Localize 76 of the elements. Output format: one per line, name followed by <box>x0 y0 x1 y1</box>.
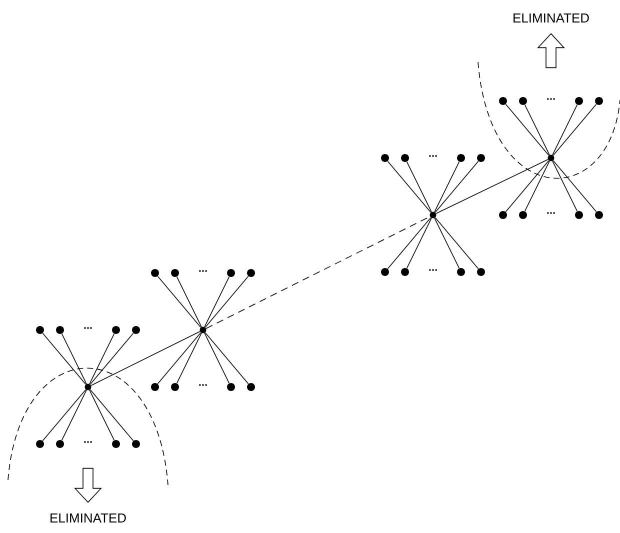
connecting-line <box>552 104 597 156</box>
connecting-line <box>552 160 597 212</box>
ellipsis: ... <box>199 270 207 272</box>
leaf-dot <box>595 211 603 219</box>
leaf-dot <box>381 154 389 162</box>
connecting-line <box>89 390 115 441</box>
connecting-line <box>204 332 230 384</box>
leaf-dot <box>36 326 44 334</box>
leaf-dot <box>401 268 409 276</box>
leaf-dot <box>227 269 235 277</box>
leaf-dot <box>171 269 179 277</box>
leaf-dot <box>132 440 140 448</box>
leaf-dot <box>171 383 179 391</box>
connecting-line <box>552 160 578 212</box>
connecting-line <box>61 333 87 384</box>
leaf-dot <box>381 268 389 276</box>
connecting-line <box>204 332 249 384</box>
leaf-dot <box>56 326 64 334</box>
connecting-line <box>42 332 86 385</box>
connecting-line <box>90 332 134 385</box>
leaf-dot <box>151 269 159 277</box>
connecting-line <box>434 161 460 212</box>
eliminated-label: ELIMINATED <box>514 14 589 22</box>
connecting-line <box>157 276 202 328</box>
leaf-dot <box>112 440 120 448</box>
leaf-dot <box>247 269 255 277</box>
connecting-line <box>406 218 432 269</box>
connecting-line <box>90 331 200 386</box>
leaf-dot <box>151 383 159 391</box>
connecting-line <box>157 332 202 384</box>
leaf-dot <box>227 383 235 391</box>
connecting-line <box>434 217 479 270</box>
leaf-dot <box>457 154 465 162</box>
leaf-dot <box>499 97 507 105</box>
connecting-line <box>505 104 550 156</box>
leaf-dot <box>499 211 507 219</box>
leaf-dot <box>112 326 120 334</box>
connecting-line <box>524 160 550 212</box>
leaf-dot <box>595 97 603 105</box>
leaf-dot <box>477 154 485 162</box>
connecting-line <box>387 217 432 270</box>
connecting-line <box>89 333 115 384</box>
connecting-line <box>434 218 460 269</box>
leaf-dot <box>519 211 527 219</box>
ellipsis: ... <box>429 155 437 157</box>
leaf-dot <box>132 326 140 334</box>
connecting-line <box>61 390 87 441</box>
eliminated-label: ELIMINATED <box>50 514 126 522</box>
ellipsis: ... <box>547 98 555 100</box>
ellipsis: ... <box>547 212 555 214</box>
connecting-line <box>42 389 86 442</box>
leaf-dot <box>247 383 255 391</box>
connecting-line <box>90 389 134 442</box>
leaf-dot <box>56 440 64 448</box>
ellipsis: ... <box>199 384 207 386</box>
leaf-dot <box>401 154 409 162</box>
connecting-line <box>406 161 432 212</box>
leaf-dot <box>575 97 583 105</box>
connecting-line <box>505 160 550 212</box>
leaf-dot <box>36 440 44 448</box>
connecting-line <box>436 159 548 214</box>
connecting-line <box>387 160 432 213</box>
leaf-dot <box>477 268 485 276</box>
connecting-line <box>524 104 550 156</box>
ellipsis: ... <box>429 269 437 271</box>
leaf-dot <box>575 211 583 219</box>
connecting-line <box>434 160 479 213</box>
connecting-line <box>176 276 202 328</box>
connecting-line <box>552 104 578 156</box>
connecting-line <box>204 276 230 328</box>
ellipsis: ... <box>84 327 92 329</box>
ellipsis: ... <box>84 441 92 443</box>
leaf-dot <box>519 97 527 105</box>
connecting-line <box>204 276 249 328</box>
connecting-line <box>176 332 202 384</box>
leaf-dot <box>457 268 465 276</box>
